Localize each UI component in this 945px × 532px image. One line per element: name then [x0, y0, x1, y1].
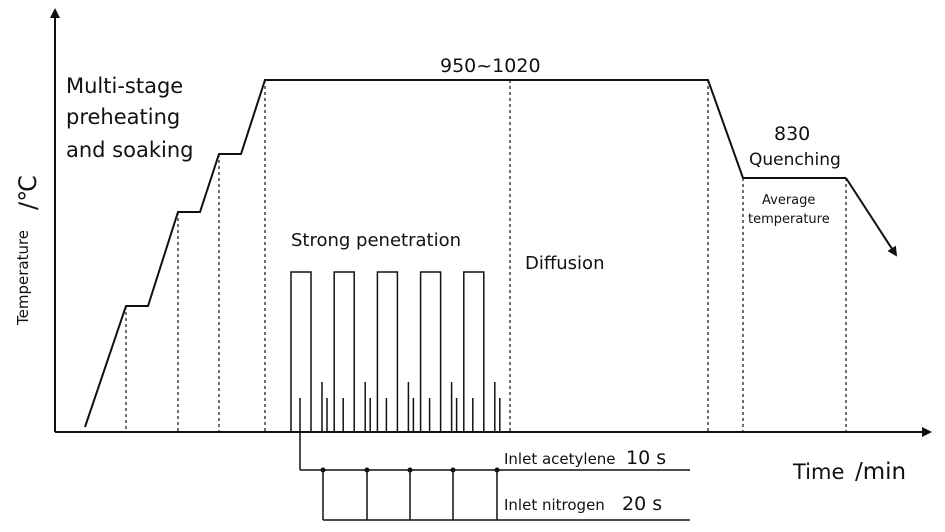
pulse-3	[376, 271, 399, 432]
inlet-acetylene-label: Inlet acetylene	[504, 450, 616, 468]
pulse-2	[333, 271, 355, 432]
inlet-acetylene-time: 10 s	[626, 447, 666, 469]
average-temperature-label-line2: temperature	[748, 212, 830, 227]
preheat-label-line3: and soaking	[66, 138, 193, 162]
x-axis-title: Time	[792, 460, 844, 484]
carburizing-temperature-label: 950~1020	[440, 55, 541, 77]
quench-temperature-label: 830	[774, 123, 810, 145]
average-temperature-label-line1: Average	[762, 193, 815, 208]
preheat-label-line1: Multi-stage	[66, 74, 183, 98]
temperature-profile	[84, 79, 846, 428]
pulse-4	[419, 271, 442, 432]
quenching-label: Quenching	[749, 150, 841, 170]
strong-penetration-label: Strong penetration	[291, 230, 461, 251]
x-axis-unit: /min	[855, 459, 906, 485]
inlet-nitrogen-time: 20 s	[622, 493, 662, 515]
gas-inlet-timing	[299, 432, 690, 521]
penetration-pulses	[290, 271, 501, 432]
cooling-arrow	[845, 177, 898, 257]
pulse-5	[463, 271, 485, 432]
y-axis-unit: /℃	[14, 175, 42, 210]
pulse-1	[290, 271, 312, 432]
y-axis-title: Temperature	[14, 230, 32, 326]
stage-guide-lines	[125, 80, 847, 432]
inlet-nitrogen-label: Inlet nitrogen	[504, 496, 605, 514]
diffusion-label: Diffusion	[525, 253, 604, 274]
preheat-label-line2: preheating	[66, 105, 180, 129]
